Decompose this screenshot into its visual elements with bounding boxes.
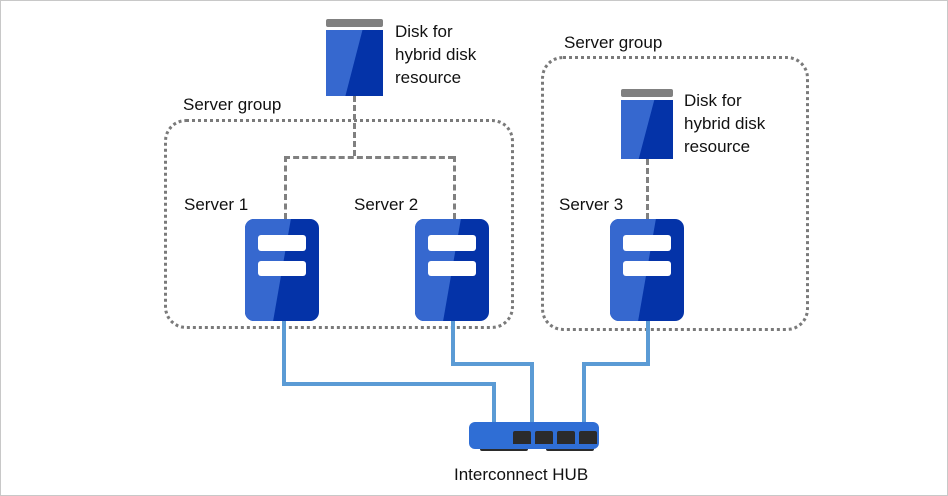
server-slot-1a	[258, 235, 306, 251]
network-line-server3-drop	[582, 362, 586, 424]
disk-link-left-vertical	[353, 96, 356, 156]
network-line-server2-drop	[530, 362, 534, 424]
server-slot-2b	[428, 260, 476, 277]
server-label-3: Server 3	[559, 195, 624, 214]
hub-icon	[469, 422, 599, 449]
disk-icon-right	[621, 89, 673, 159]
disk-label-left-line1: Disk for	[395, 22, 453, 41]
group-label-left: Server group	[183, 95, 282, 114]
disk-cap-right	[621, 89, 673, 97]
server-slot-1b	[258, 260, 306, 277]
disk-label-right-line3: resource	[684, 137, 751, 156]
server-icon-2	[415, 219, 489, 321]
hub-label: Interconnect HUB	[454, 465, 589, 484]
network-line-server1-drop	[492, 382, 496, 424]
disk-label-left-line3: resource	[395, 68, 462, 87]
disk-body-left	[326, 30, 383, 96]
network-line-server2-horizontal	[451, 362, 534, 366]
network-line-server3-horizontal	[582, 362, 650, 366]
group-label-right: Server group	[564, 33, 663, 52]
disk-link-left-bus	[284, 156, 454, 159]
disk-cap-left	[326, 19, 383, 27]
hub-port-4	[579, 431, 597, 444]
server-slot-3b	[623, 260, 671, 277]
disk-label-right-line1: Disk for	[684, 91, 742, 110]
server-icon-1	[245, 219, 319, 321]
disk-body-right	[621, 100, 673, 159]
network-line-server2-vertical	[451, 321, 455, 366]
disk-link-right-vertical	[646, 159, 649, 219]
server-group-box-right	[541, 56, 809, 331]
disk-link-left-drop-server1	[284, 156, 287, 219]
disk-highlight-left	[326, 30, 363, 96]
disk-link-left-drop-server2	[453, 156, 456, 219]
disk-label-left-line2: hybrid disk	[395, 45, 477, 64]
server-slot-2a	[428, 235, 476, 251]
hub-port-2	[535, 431, 553, 444]
hub-port-1	[513, 431, 531, 444]
disk-label-right-line2: hybrid disk	[684, 114, 766, 133]
server-group-box-left	[164, 119, 514, 329]
server-label-1: Server 1	[184, 195, 249, 214]
hub-port-3	[557, 431, 575, 444]
disk-highlight-right	[621, 100, 655, 159]
network-line-server1-horizontal	[282, 382, 496, 386]
server-icon-3	[610, 219, 684, 321]
network-line-server3-vertical	[646, 321, 650, 366]
server-label-2: Server 2	[354, 195, 419, 214]
disk-icon-left	[326, 19, 383, 96]
network-line-server1-vertical	[282, 321, 286, 386]
server-slot-3a	[623, 235, 671, 251]
